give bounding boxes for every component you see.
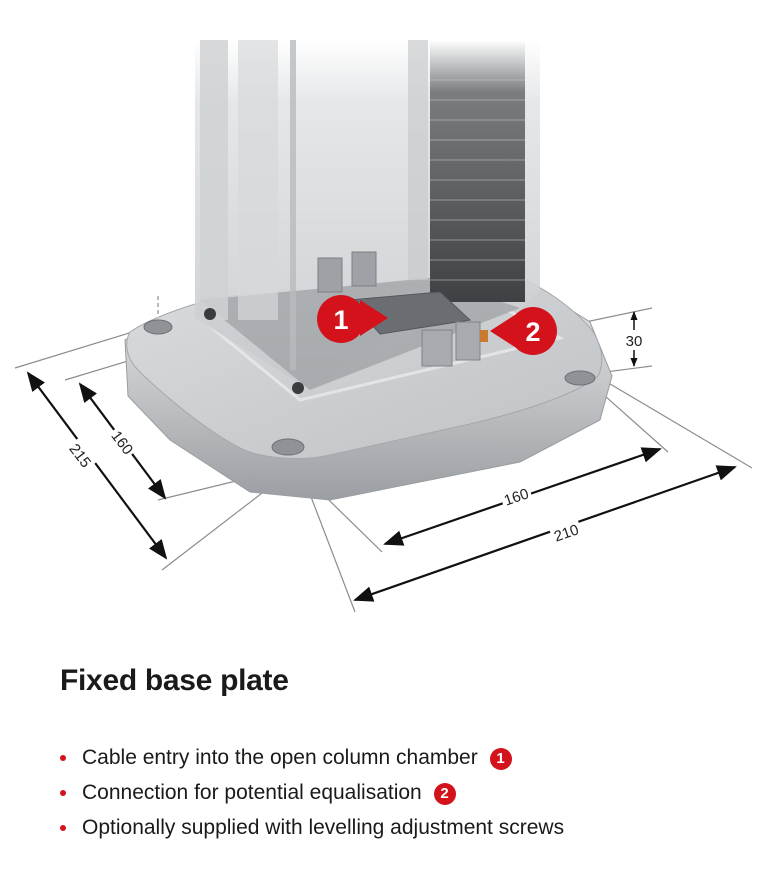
- list-item-text: Cable entry into the open column chamber: [82, 746, 478, 769]
- page-title: Fixed base plate: [60, 664, 289, 697]
- list-item-text: Optionally supplied with levelling adjus…: [82, 816, 565, 839]
- list-item: Connection for potential equalisation 2: [60, 775, 564, 810]
- list-item-text: Connection for potential equalisation: [82, 781, 422, 804]
- base-plate-diagram: 215 160 160 210 30 1 2: [14, 40, 753, 613]
- bullet-dot: [60, 825, 66, 831]
- dim-arrow-210: [353, 465, 737, 602]
- marker-badge-2: 2: [433, 783, 456, 805]
- bullet-dot: [60, 755, 66, 761]
- svg-text:1: 1: [333, 305, 348, 335]
- marker-badge-1: 1: [489, 748, 512, 770]
- cable-entry-marker: 1: [317, 295, 388, 343]
- list-item: Optionally supplied with levelling adjus…: [60, 810, 564, 845]
- equalisation-marker: 2: [490, 307, 557, 355]
- svg-text:2: 2: [525, 317, 540, 347]
- bullet-dot: [60, 790, 66, 796]
- dim-label-30: 30: [626, 333, 643, 350]
- feature-list: Cable entry into the open column chamber…: [60, 740, 564, 845]
- list-item: Cable entry into the open column chamber…: [60, 740, 564, 775]
